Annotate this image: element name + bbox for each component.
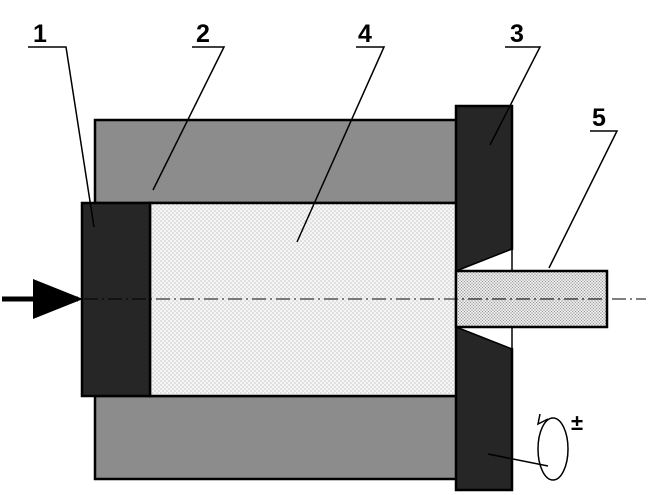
leader-1: [28, 46, 95, 228]
leader-2: [152, 46, 226, 191]
label-part-4: 4: [358, 20, 372, 48]
rotation-arrow-icon: [537, 417, 569, 481]
label-part-3: 3: [510, 20, 524, 48]
rotation-indicator: [487, 413, 569, 481]
container-upper-wall: [93, 118, 460, 205]
leader-lines: [28, 46, 619, 269]
leader-4: [296, 46, 386, 243]
label-part-2: 2: [196, 20, 210, 48]
rotation-sign-label: ±: [571, 410, 583, 435]
container-lower-wall: [93, 394, 460, 481]
leader-5: [548, 130, 619, 269]
label-part-5: 5: [592, 104, 606, 132]
leader-3: [489, 46, 542, 146]
label-part-1: 1: [33, 20, 47, 48]
